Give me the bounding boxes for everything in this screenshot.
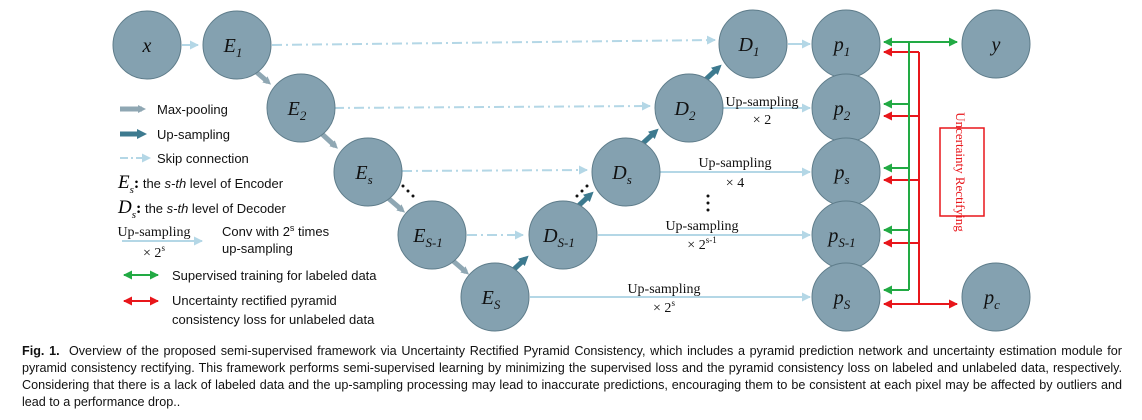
legend-upsample: Up-sampling <box>120 127 230 142</box>
label-d1: D1 <box>738 34 760 59</box>
legend: Max-pooling Up-sampling Skip connection … <box>117 102 377 327</box>
pool-es-es1 <box>386 196 406 213</box>
label-es: Es <box>354 162 372 187</box>
node-labels: x E1 E2 Es ES-1 ES DS-1 Ds D2 D1 p1 p2 p… <box>142 34 1001 312</box>
node-pS <box>811 262 881 332</box>
label-pc: pc <box>982 287 1000 312</box>
node-d2 <box>654 73 724 143</box>
skip-e1-d1 <box>271 35 716 46</box>
label-pS: pS <box>832 287 851 312</box>
label-ds: Ds <box>611 162 632 187</box>
svg-text:× 2s: × 2s <box>143 243 165 261</box>
label-p1: p1 <box>832 34 851 59</box>
skip-connections <box>271 35 716 240</box>
figure-label: Fig. 1. <box>22 344 60 358</box>
label-y: y <box>990 34 1001 56</box>
label-x: x <box>142 35 152 57</box>
up-label-s1-line1: Up-sampling <box>665 219 738 234</box>
framework-diagram: x E1 E2 Es ES-1 ES DS-1 Ds D2 D1 p1 p2 p… <box>112 9 1031 332</box>
node-es1 <box>397 200 467 270</box>
legend-skip: Skip connection <box>120 151 249 166</box>
svg-text:Conv with 2s times: Conv with 2s times <box>222 223 330 239</box>
node-ds <box>591 137 661 207</box>
uncertainty-rectifying-box: Uncertainty Rectifying <box>939 112 985 232</box>
label-ps: ps <box>832 162 849 187</box>
svg-text:Max-pooling: Max-pooling <box>157 102 228 117</box>
svg-text:Up-sampling: Up-sampling <box>117 225 190 240</box>
label-p2: p2 <box>832 98 851 123</box>
node-d1 <box>718 9 788 79</box>
uncertainty-connectors <box>883 47 958 309</box>
legend-ds: Ds: the s-th level of Decoder <box>117 197 287 221</box>
up-label-s1-line2: × 2s-1 <box>687 235 716 253</box>
supervised-connectors <box>883 37 958 295</box>
svg-text:Uncertainty rectified pyramid: Uncertainty rectified pyramid <box>172 293 337 308</box>
legend-supervised: Supervised training for labeled data <box>123 268 377 283</box>
svg-text:up-sampling: up-sampling <box>222 241 293 256</box>
node-e2 <box>266 73 336 143</box>
ellipsis-marks <box>401 184 710 212</box>
upsampling-lines <box>182 39 811 302</box>
up-label-s-line1: Up-sampling <box>627 282 700 297</box>
legend-es: Es: the s-th level of Encoder <box>117 172 284 196</box>
node-pc <box>961 262 1031 332</box>
up-label-4-line1: Up-sampling <box>698 156 771 171</box>
caption-text: Overview of the proposed semi-supervised… <box>22 344 1122 409</box>
node-y <box>961 9 1031 79</box>
node-ds1 <box>528 200 598 270</box>
label-d2: D2 <box>674 98 696 123</box>
figure-caption: Fig. 1. Overview of the proposed semi-su… <box>22 343 1122 411</box>
legend-conv: Up-sampling × 2s Conv with 2s times up-s… <box>117 223 329 261</box>
label-e1: E1 <box>223 35 243 60</box>
label-e2: E2 <box>287 98 307 123</box>
svg-text:Supervised training for labele: Supervised training for labeled data <box>172 268 377 283</box>
nodes <box>112 9 1031 332</box>
up-label-4-line2: × 4 <box>726 176 744 191</box>
node-es <box>333 137 403 207</box>
legend-maxpool: Max-pooling <box>120 102 228 117</box>
node-e1 <box>202 10 272 80</box>
upsampling-labels: Up-sampling × 2 Up-sampling × 4 Up-sampl… <box>627 95 798 316</box>
skip-e2-d2 <box>333 101 651 111</box>
up-label-2-line2: × 2 <box>753 113 771 128</box>
up-label-s-line2: × 2s <box>653 298 675 316</box>
legend-uncertainty: Uncertainty rectified pyramid consistenc… <box>123 293 375 327</box>
label-ds1: DS-1 <box>542 225 575 250</box>
uncertainty-rectifying-label: Uncertainty Rectifying <box>953 112 968 232</box>
svg-text:consistency loss for unlabeled: consistency loss for unlabeled data <box>172 312 375 327</box>
svg-text:Up-sampling: Up-sampling <box>157 127 230 142</box>
skip-es-ds <box>401 165 588 175</box>
label-pS1: pS-1 <box>826 225 855 250</box>
node-eS <box>460 262 530 332</box>
up-label-2-line1: Up-sampling <box>725 95 798 110</box>
pool-es1-es <box>450 258 470 275</box>
pool-e2-es <box>320 132 338 149</box>
label-eS: ES <box>481 287 501 312</box>
node-x <box>112 10 182 80</box>
label-es1: ES-1 <box>412 225 443 250</box>
svg-text:Skip connection: Skip connection <box>157 151 249 166</box>
